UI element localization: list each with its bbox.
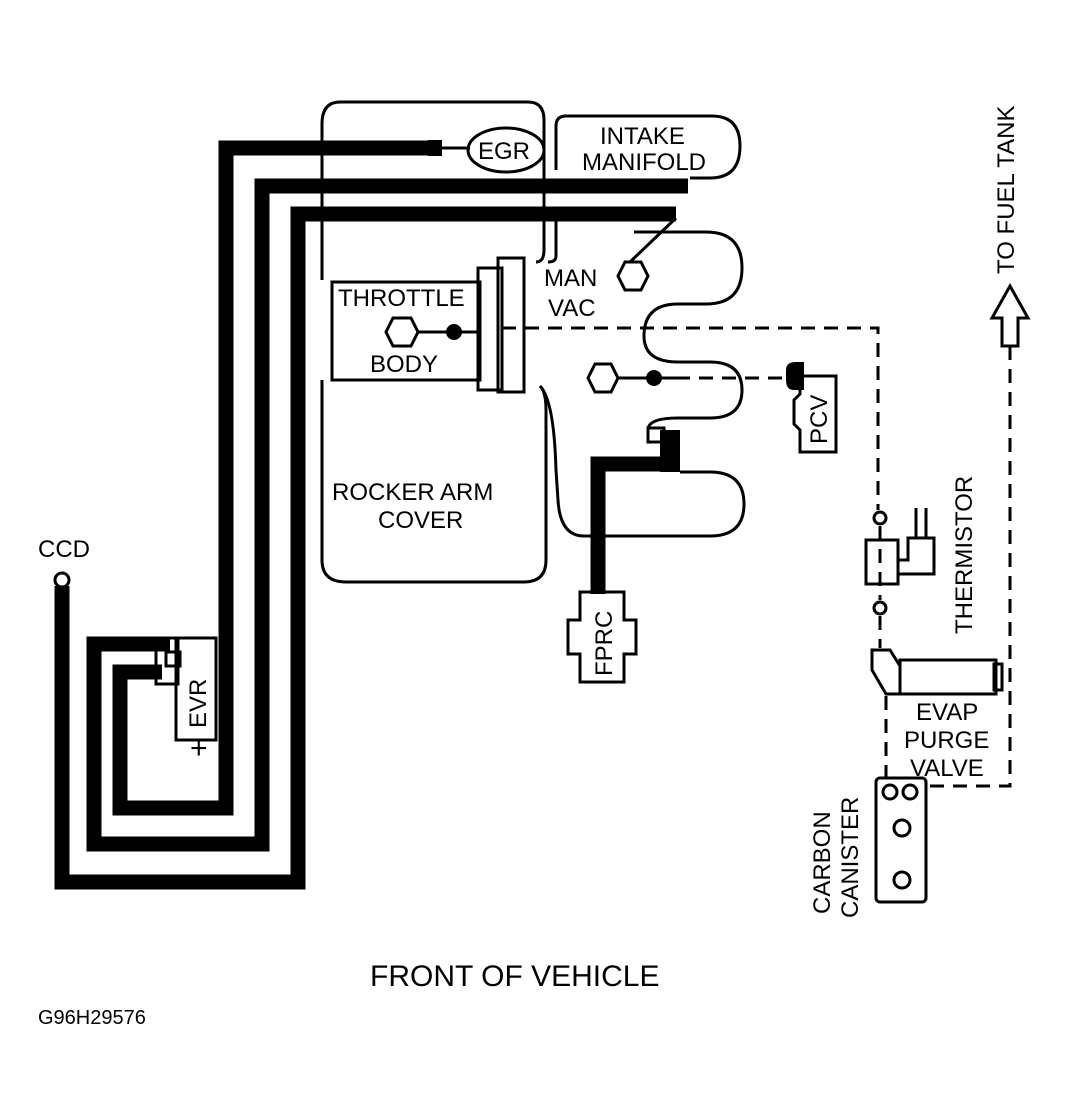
fprc-hose xyxy=(590,438,678,594)
canister-port-3 xyxy=(892,818,912,838)
hose-egr-outer xyxy=(112,140,436,816)
thermistor-connector xyxy=(898,536,936,576)
intake-manifold-label-1: INTAKE xyxy=(600,123,685,150)
throttle-flange-inner xyxy=(496,256,526,394)
evr-body xyxy=(174,636,218,742)
ccd-label: CCD xyxy=(38,536,90,563)
evap-label-1: EVAP xyxy=(916,699,978,726)
dashed-hose-throttle-to-evap xyxy=(502,326,880,510)
fprc-label: FPRC xyxy=(591,611,618,676)
pcv-label: PCV xyxy=(806,395,833,444)
evap-purge-valve-body xyxy=(898,658,998,696)
carbon-canister xyxy=(874,776,928,904)
egr-valve xyxy=(466,126,546,174)
throttle-body xyxy=(330,280,482,382)
to-fuel-tank-label: TO FUEL TANK xyxy=(993,106,1020,274)
canister-port-2 xyxy=(901,783,919,801)
throttle-body-label-2: BODY xyxy=(370,351,438,378)
egr-hose-fitting xyxy=(428,140,442,156)
fprc-body xyxy=(566,590,638,684)
thermistor-label: THERMISTOR xyxy=(951,476,978,634)
manifold-runners xyxy=(538,230,746,538)
figure-code: G96H29576 xyxy=(38,1007,146,1029)
evr-ports xyxy=(154,636,182,686)
pcv-valve xyxy=(792,374,838,454)
dashed-hose-fuel-tank xyxy=(928,346,1012,788)
evap-purge-valve-inlet xyxy=(870,648,902,696)
fuel-tank-arrow xyxy=(989,282,1031,348)
thermistor-upper-port xyxy=(872,510,888,526)
manifold-vacuum-port xyxy=(616,260,650,292)
throttle-port-connector xyxy=(446,324,462,340)
rocker-arm-label-2: COVER xyxy=(378,507,463,534)
canister-label: CANISTER xyxy=(837,797,864,918)
man-vac-label-2: VAC xyxy=(548,295,596,322)
evr-plus-sign: + xyxy=(190,732,208,765)
carbon-label: CARBON xyxy=(809,811,836,914)
man-vac-line xyxy=(628,216,678,264)
intake-manifold xyxy=(547,114,742,264)
hose-manifold-inner xyxy=(54,206,676,890)
pcv-cap xyxy=(786,362,804,390)
evap-purge-valve-cap xyxy=(992,662,1004,692)
throttle-body-label-1: THROTTLE xyxy=(338,285,465,312)
canister-port-1 xyxy=(881,783,899,801)
rocker-arm-label-1: ROCKER ARM xyxy=(332,479,493,506)
pcv-port-connector xyxy=(646,370,662,386)
evap-label-3: VALVE xyxy=(910,755,984,782)
intake-manifold-label-2: MANIFOLD xyxy=(582,149,706,176)
canister-port-4 xyxy=(892,870,912,890)
fprc-hose-nozzle xyxy=(646,426,666,444)
thermistor-lower-port xyxy=(872,600,888,616)
thermistor-body xyxy=(864,538,900,586)
man-vac-label-1: MAN xyxy=(544,265,597,292)
front-of-vehicle-label: FRONT OF VEHICLE xyxy=(370,960,659,993)
manifold-pcv-port xyxy=(586,362,620,394)
ccd-port xyxy=(53,571,71,589)
egr-label: EGR xyxy=(478,138,530,165)
hose-manifold-mid xyxy=(86,178,688,852)
evap-label-2: PURGE xyxy=(904,727,989,754)
evr-label: EVR xyxy=(185,679,212,728)
throttle-body-port xyxy=(384,316,420,348)
